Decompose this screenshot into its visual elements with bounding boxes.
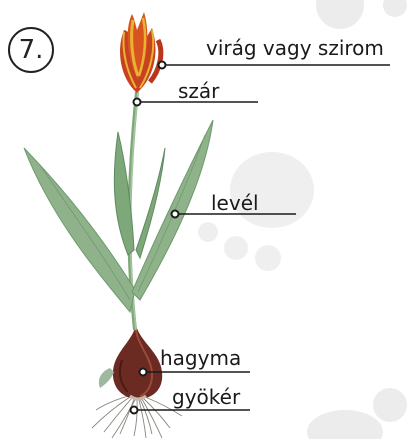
leaves (24, 120, 213, 312)
exercise-number-badge: 7. (8, 27, 54, 73)
leaf-marker-dot (172, 211, 179, 218)
stem-marker-dot (134, 99, 141, 106)
bulb-marker-dot (140, 369, 147, 376)
roots (92, 396, 182, 438)
label-flower: virág vagy szirom (206, 37, 384, 59)
label-bulb: hagyma (160, 347, 241, 369)
bulb (99, 325, 162, 399)
flower-marker-dot (159, 62, 166, 69)
root-marker-dot (131, 407, 138, 414)
label-root: gyökér (172, 386, 240, 408)
label-leaf: levél (211, 192, 259, 214)
exercise-number: 7. (10, 34, 52, 66)
paw-print-decoration-bottom (307, 388, 407, 439)
tulip-flower (120, 12, 161, 93)
label-stem: szár (178, 80, 219, 102)
paw-print-decoration-top (316, 0, 407, 29)
